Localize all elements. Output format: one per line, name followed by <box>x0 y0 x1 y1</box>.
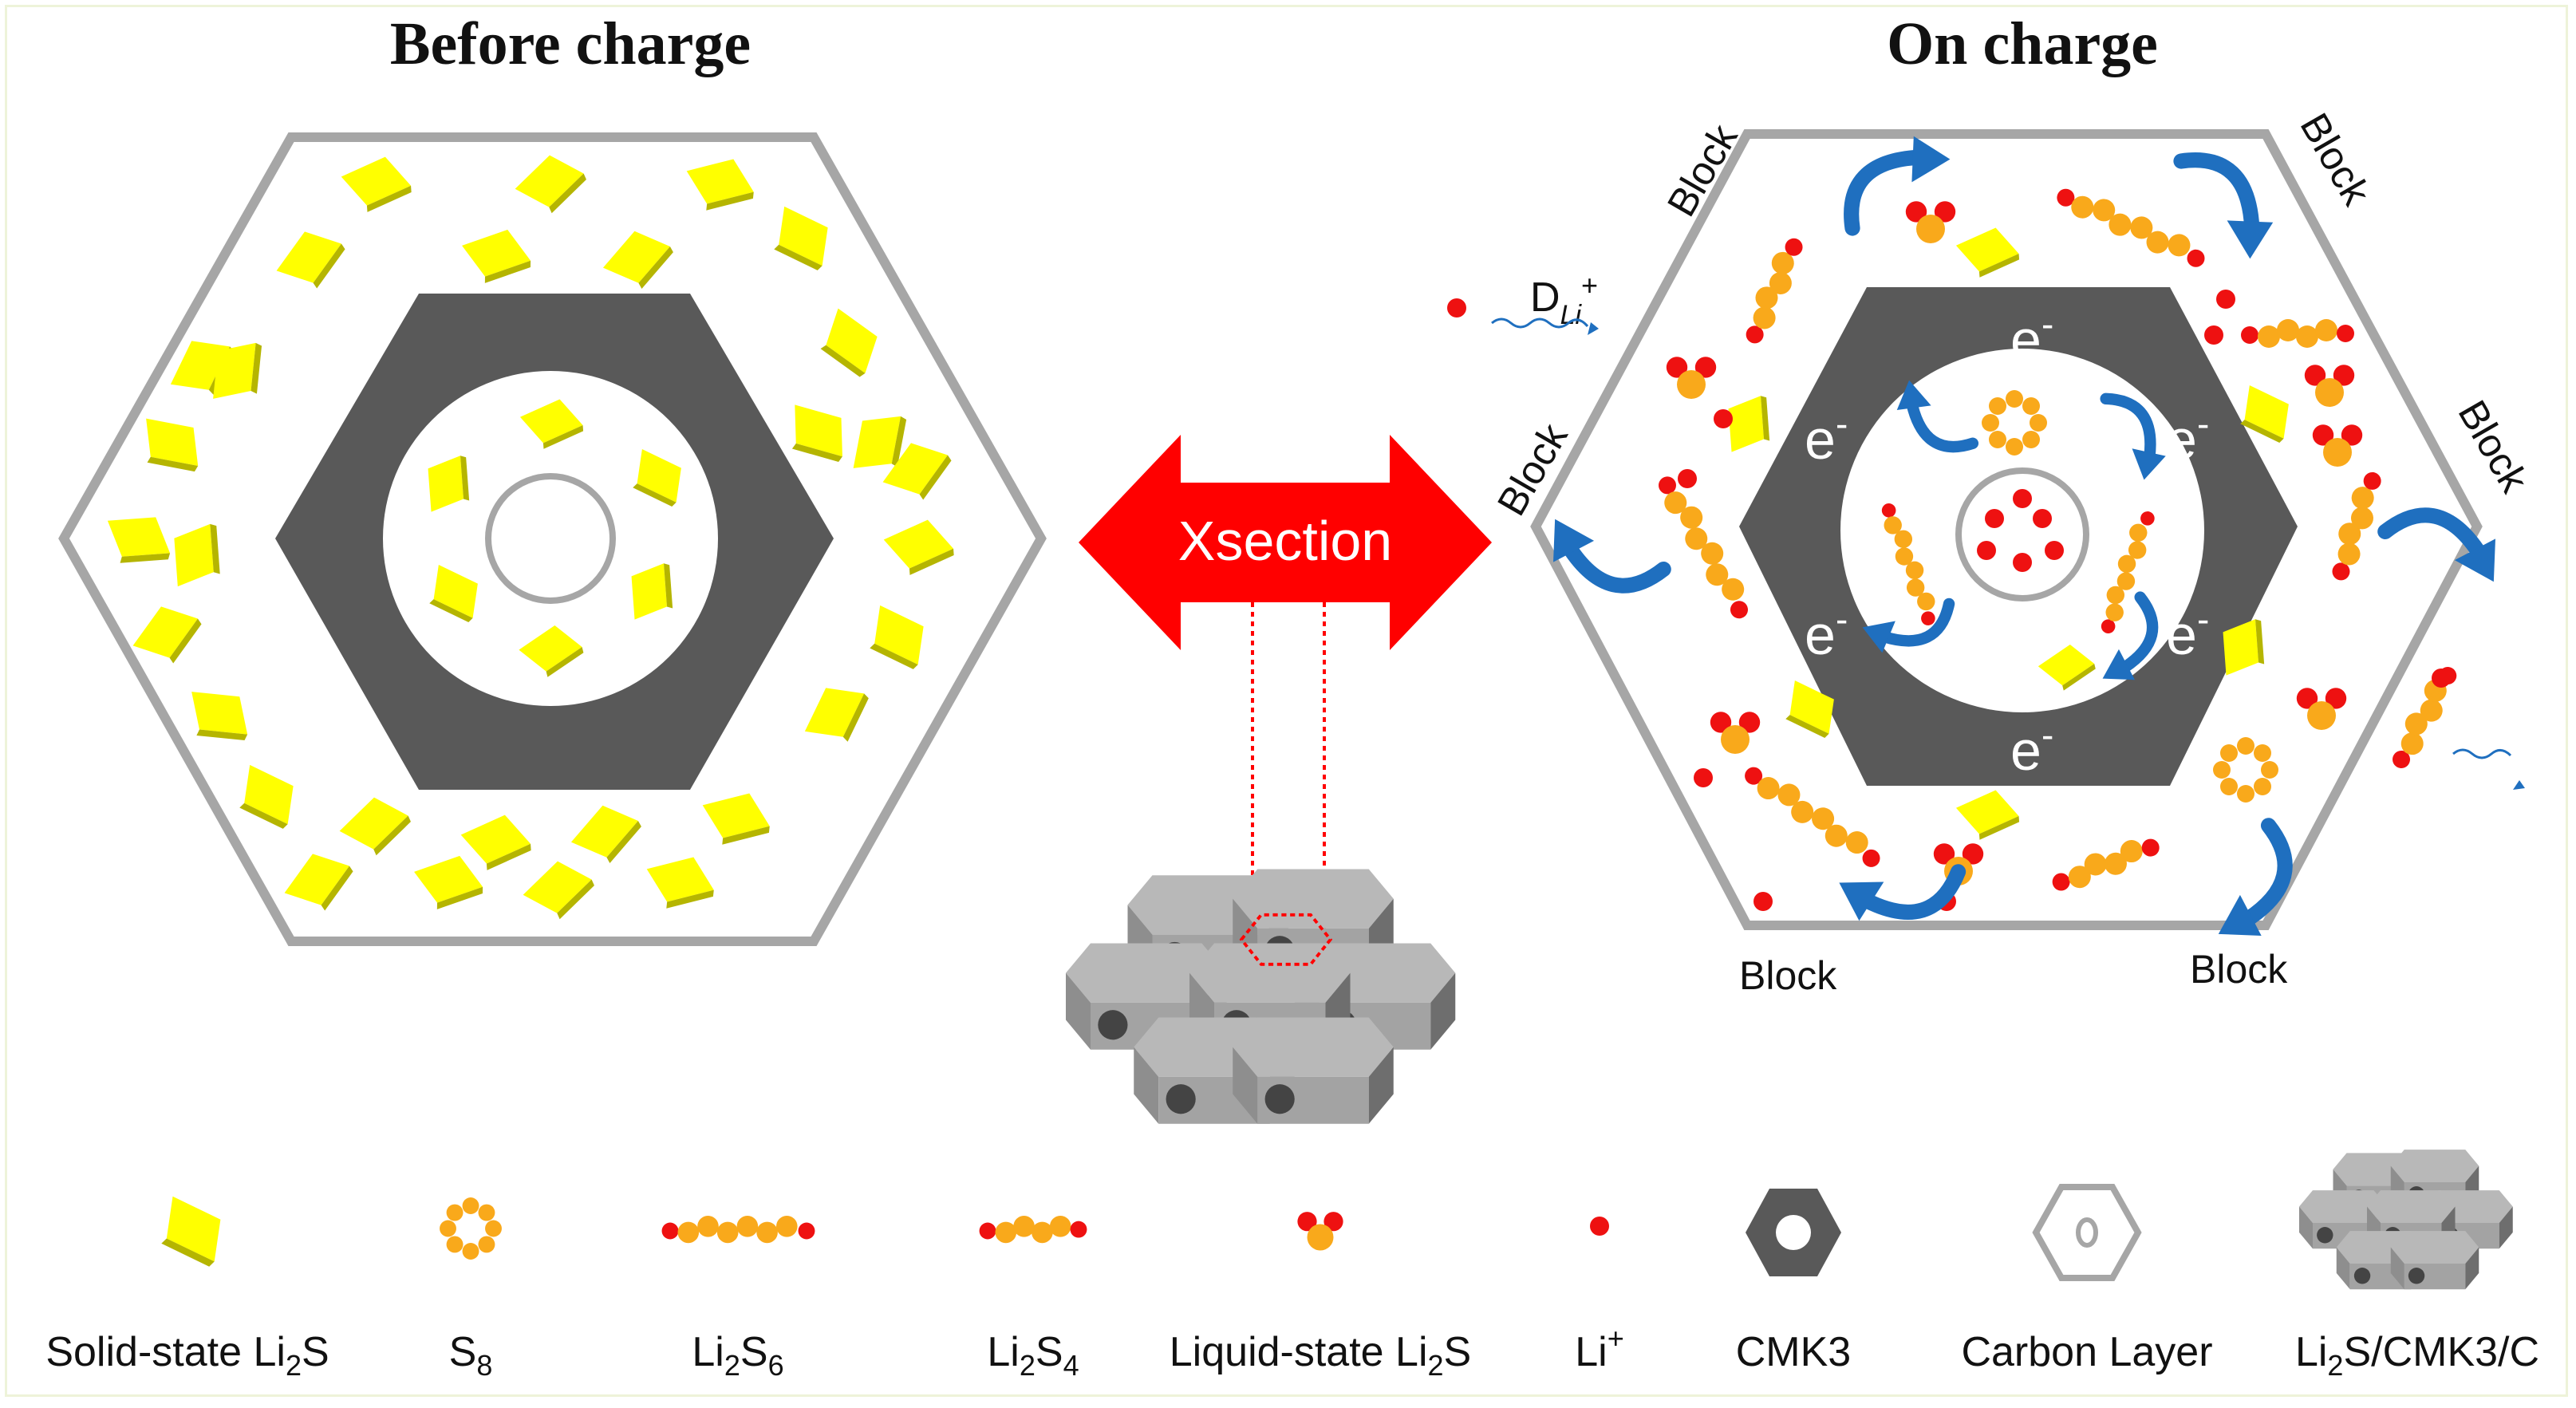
right-carbon-layer-ring <box>1955 467 2089 601</box>
li-ion <box>2033 509 2052 528</box>
legend-solid-li2s-label: Solid-state Li2S <box>45 1329 329 1382</box>
diffusion-wave-in <box>1491 317 1589 329</box>
legend-carbon-layer-icon <box>2032 1184 2142 1281</box>
legend-item-li-ion: Li+ <box>1575 1217 1624 1375</box>
block-label-bottom-left: Block <box>1739 953 1837 998</box>
li-ion <box>1714 409 1733 428</box>
legend-cmk3-label: CMK3 <box>1736 1329 1851 1375</box>
xsection-label: Xsection <box>1178 510 1392 572</box>
block-label-right: Block <box>2449 393 2537 501</box>
title-on-charge: On charge <box>1887 10 2158 77</box>
diffusion-indicator: DLi+ <box>1447 269 2525 790</box>
legend-li2s4-label: Li2S4 <box>987 1329 1079 1382</box>
legend-liquid-li2s-label: Liquid-state Li2S <box>1170 1329 1471 1382</box>
li-ion <box>1753 892 1773 911</box>
electron-label-upper-right: e- <box>2166 403 2209 471</box>
li-ion <box>2013 489 2032 508</box>
legend-li2s6-label: Li2S6 <box>692 1329 783 1382</box>
li-ion <box>1694 768 1713 787</box>
legend-item-cmk3: CMK3 <box>1736 1189 1851 1375</box>
legend-item-liquid-li2s: Liquid-state Li2S <box>1170 1212 1471 1382</box>
legend-item-composite: Li2S/CMK3/C <box>2295 1150 2539 1382</box>
legend-li-ion-icon <box>1590 1217 1609 1236</box>
diffusing-li-ion <box>1447 298 1466 317</box>
composite-rod-bundle <box>1066 869 1456 1124</box>
legend-item-li2s6: Li2S6 <box>661 1216 815 1382</box>
electron-label-upper-left: e- <box>1805 403 1848 471</box>
legend-s8-icon <box>440 1197 502 1260</box>
legend: Solid-state Li2S S8 Li2S6 Li2S4 Liquid-s… <box>45 1150 2539 1382</box>
li-ion <box>1977 541 1996 560</box>
li-ion <box>2216 290 2235 309</box>
legend-composite-icon <box>2299 1150 2513 1290</box>
legend-li2s4-icon <box>979 1216 1087 1244</box>
legend-solid-li2s-icon <box>144 1181 239 1282</box>
legend-carbon-layer-label: Carbon Layer <box>1961 1329 2212 1375</box>
left-carbon-layer-ring <box>485 473 616 604</box>
legend-li2s6-icon <box>661 1216 815 1244</box>
electron-label-lower-right: e- <box>2166 598 2209 666</box>
legend-liquid-li2s-icon <box>1297 1212 1343 1251</box>
li-ion <box>2204 325 2223 345</box>
li-ion <box>1678 469 1697 488</box>
li-ion <box>2045 541 2064 560</box>
left-hexagon-structure <box>58 132 1047 946</box>
title-before-charge: Before charge <box>390 10 751 77</box>
legend-li-ion-label: Li+ <box>1575 1322 1624 1375</box>
block-label-bottom-right: Block <box>2190 947 2288 992</box>
electron-label-bottom: e- <box>2010 714 2053 782</box>
electron-label-lower-left: e- <box>1805 598 1848 666</box>
legend-item-solid-li2s: Solid-state Li2S <box>45 1181 329 1382</box>
legend-item-li2s4: Li2S4 <box>979 1216 1087 1382</box>
xsection-double-arrow: Xsection <box>1079 435 1492 650</box>
electron-label-top: e- <box>2010 303 2053 371</box>
diffusion-coefficient-label: DLi+ <box>1530 269 1598 330</box>
legend-composite-label: Li2S/CMK3/C <box>2295 1329 2539 1382</box>
legend-item-carbon-layer: Carbon Layer <box>1961 1184 2213 1375</box>
li-ion <box>2432 669 2451 688</box>
li-ion <box>2013 553 2032 572</box>
legend-item-s8: S8 <box>440 1197 502 1382</box>
li-ion <box>1985 509 2004 528</box>
electron-labels: e- e- e- e- e- e- <box>1805 303 2209 782</box>
diffusion-wave-out <box>2452 748 2512 759</box>
legend-s8-label: S8 <box>449 1329 493 1382</box>
right-polysulfide-species <box>1651 179 2465 911</box>
left-pore <box>383 371 718 706</box>
